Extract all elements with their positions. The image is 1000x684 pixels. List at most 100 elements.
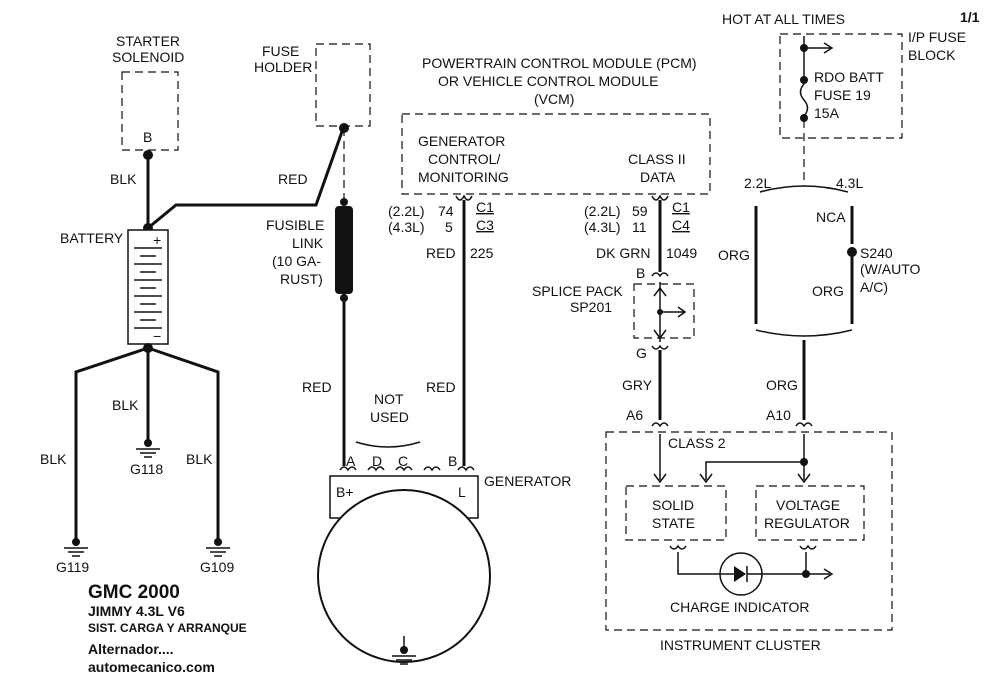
label-instrument-cluster: INSTRUMENT CLUSTER [660,637,821,653]
caption-line-4: Alternador.... [88,641,174,657]
label-org-3: ORG [766,377,798,393]
label-blk-2: BLK [112,397,139,413]
label-generator: GENERATOR [484,473,571,489]
ground-g118 [136,439,160,458]
label-s240: S240 [860,245,893,261]
label-red-1: RED [278,171,308,187]
label-pcm-1: POWERTRAIN CONTROL MODULE (PCM) [422,55,697,71]
label-not-used-2: USED [370,409,409,425]
voltage-regulator-box [755,485,865,541]
label-pin-11: 11 [632,219,647,235]
label-fusible-1: FUSIBLE [266,217,324,233]
label-num-1049: 1049 [666,245,697,261]
label-a10: A10 [766,407,791,423]
label-gen-ctrl-2: CONTROL/ [428,151,500,167]
label-voltage: VOLTAGE [776,497,840,513]
label-blk-1: BLK [110,171,137,187]
label-gry: GRY [622,377,653,393]
caption-line-5: automecanico.com [88,659,215,675]
label-class2-1: CLASS II [628,151,686,167]
label-pin-l: L [458,484,466,500]
label-num-225: 225 [470,245,494,261]
label-fuse-19: FUSE 19 [814,87,871,103]
label-red-2: RED [302,379,332,395]
label-c4: C4 [672,217,690,233]
label-dkgrn: DK GRN [596,245,650,261]
label-pcm-3: (VCM) [534,91,574,107]
label-g109: G109 [200,559,234,575]
label-15a: 15A [814,105,840,121]
label-battery-minus: − [153,328,161,344]
solid-state-box [625,485,727,541]
label-pin-22l-b: (2.2L) [584,203,621,219]
label-org-2: ORG [812,283,844,299]
label-charge-indicator: CHARGE INDICATOR [670,599,810,615]
label-gen-ctrl-1: GENERATOR [418,133,505,149]
label-ip-fuse-1: I/P FUSE [908,29,966,45]
label-fuse-holder-1: FUSE [262,43,299,59]
label-fusible-4: RUST) [280,271,323,287]
label-g118: G118 [130,461,163,477]
label-org-1: ORG [718,247,750,263]
label-pin-d: D [372,453,382,469]
battery-symbol [127,229,169,345]
label-c1-a: C1 [476,199,494,215]
label-starter-pin: B [143,129,152,145]
label-fuse-holder-2: HOLDER [254,59,312,75]
label-solenoid: SOLENOID [112,49,184,65]
label-battery-plus: + [153,232,161,248]
label-hot-at-all-times: HOT AT ALL TIMES [722,11,845,27]
fusible-link-symbol [335,206,353,294]
caption-title: GMC 2000 [88,582,180,603]
ground-g109 [206,538,230,557]
label-starter: STARTER [116,33,180,49]
label-fusible-2: LINK [292,235,324,251]
label-pin-43l-a: (4.3L) [388,219,425,235]
starter-solenoid-box [121,71,179,151]
charge-indicator-lamp [719,552,763,596]
label-splice-1: SPLICE PACK [532,283,623,299]
ground-g119 [64,538,88,557]
label-splice-g: G [636,345,647,361]
label-pin-5: 5 [445,219,453,235]
generator-symbol [317,489,491,663]
label-gen-ctrl-3: MONITORING [418,169,509,185]
ip-fuse-block-box [779,33,903,139]
label-blk-4: BLK [186,451,213,467]
label-regulator: REGULATOR [764,515,850,531]
label-g119: G119 [56,559,89,575]
label-rdo-batt: RDO BATT [814,69,884,85]
label-class2-cluster: CLASS 2 [668,435,726,451]
splice-pack-box [633,283,695,339]
battery-plates [134,247,162,329]
label-pin-59: 59 [632,203,648,219]
label-pin-22l-a: (2.2L) [388,203,425,219]
pcm-box [401,113,711,195]
instrument-cluster-box [605,431,893,631]
label-solid-1: SOLID [652,497,694,513]
label-splice-b: B [636,265,645,281]
label-solid-2: STATE [652,515,695,531]
caption-line-2: JIMMY 4.3L V6 [88,603,185,619]
label-splice-2: SP201 [570,299,612,315]
label-s240-2: (W/AUTO [860,261,921,277]
label-c1-b: C1 [672,199,690,215]
label-pin-b: B [448,453,457,469]
fuse-holder-box [315,43,371,127]
label-c3: C3 [476,217,494,233]
label-red-225: RED [426,245,456,261]
caption-line-3: SIST. CARGA Y ARRANQUE [88,621,247,635]
label-4-3l: 4.3L [836,175,863,191]
label-2-2l: 2.2L [744,175,771,191]
label-a6: A6 [626,407,643,423]
label-blk-3: BLK [40,451,67,467]
label-pcm-2: OR VEHICLE CONTROL MODULE [438,73,658,89]
label-pin-74: 74 [438,203,454,219]
label-pin-a: A [346,453,356,469]
label-s240-3: A/C) [860,279,888,295]
label-not-used-1: NOT [374,391,404,407]
label-ip-fuse-2: BLOCK [908,47,956,63]
page-number: 1/1 [960,9,980,25]
ground-generator [392,646,416,665]
